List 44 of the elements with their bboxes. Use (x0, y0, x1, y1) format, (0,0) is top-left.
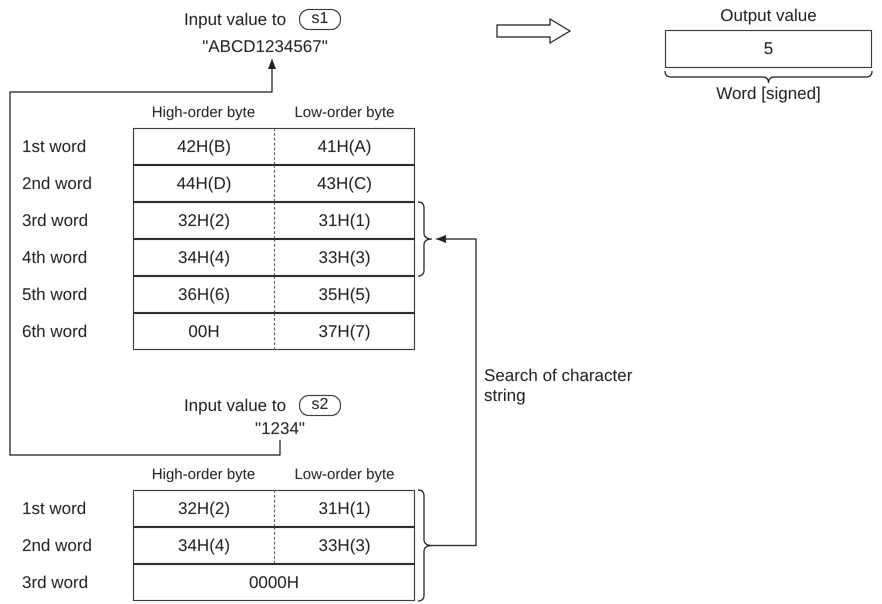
column-header: Low-order byte (293, 465, 396, 485)
hex-value-cell: 35H(5) (274, 276, 415, 313)
connector-arrow (432, 235, 477, 546)
row-label: 3rd word (22, 572, 90, 594)
operand-tag: s1 (299, 9, 341, 30)
row-label: 3rd word (22, 210, 90, 232)
connector-arrow (9, 59, 281, 456)
operand-tag: s2 (299, 395, 341, 416)
operand-caption: Input value to (182, 10, 288, 30)
column-header: Low-order byte (293, 103, 396, 123)
string-value: "1234" (240, 418, 320, 440)
hex-value-cell: 43H(C) (274, 165, 415, 202)
curly-brace (418, 489, 433, 602)
hex-value-cell: 44H(D) (133, 165, 274, 202)
column-header: High-order byte (150, 103, 256, 123)
hex-value-cell: 31H(1) (274, 202, 415, 239)
row-label: 5th word (22, 284, 88, 306)
hex-value-cell: 42H(B) (133, 128, 274, 165)
operand-caption: Input value to (182, 396, 288, 416)
row-label: 2nd word (22, 534, 93, 556)
row-label: 2nd word (22, 172, 93, 194)
column-header: High-order byte (150, 465, 256, 485)
hex-value-cell: 34H(4) (133, 527, 274, 564)
data-type-caption: Word [signed] (715, 84, 822, 104)
hex-value-cell: 00H (133, 313, 274, 350)
hex-value-cell: 32H(2) (133, 490, 274, 527)
hex-value-cell: 0000H (133, 564, 415, 601)
hex-value-cell: 36H(6) (133, 276, 274, 313)
edge-label: Search of character string (484, 366, 634, 406)
hex-value-cell: 33H(3) (274, 527, 415, 564)
row-label: 6th word (22, 320, 88, 342)
row-label: 4th word (22, 246, 88, 268)
hex-value-cell: 37H(7) (274, 313, 415, 350)
row-label: 1st word (22, 498, 88, 520)
curly-brace (418, 201, 433, 277)
hex-value-cell: 33H(3) (274, 239, 415, 276)
row-label: 1st word (22, 136, 88, 158)
output-value-box: 5 (665, 30, 872, 68)
hex-value-cell: 41H(A) (274, 128, 415, 165)
hex-value-cell: 31H(1) (274, 490, 415, 527)
hex-value-cell: 32H(2) (133, 202, 274, 239)
string-value: "ABCD1234567" (195, 36, 335, 58)
output-caption: Output value (719, 6, 818, 26)
hex-value-cell: 34H(4) (133, 239, 274, 276)
